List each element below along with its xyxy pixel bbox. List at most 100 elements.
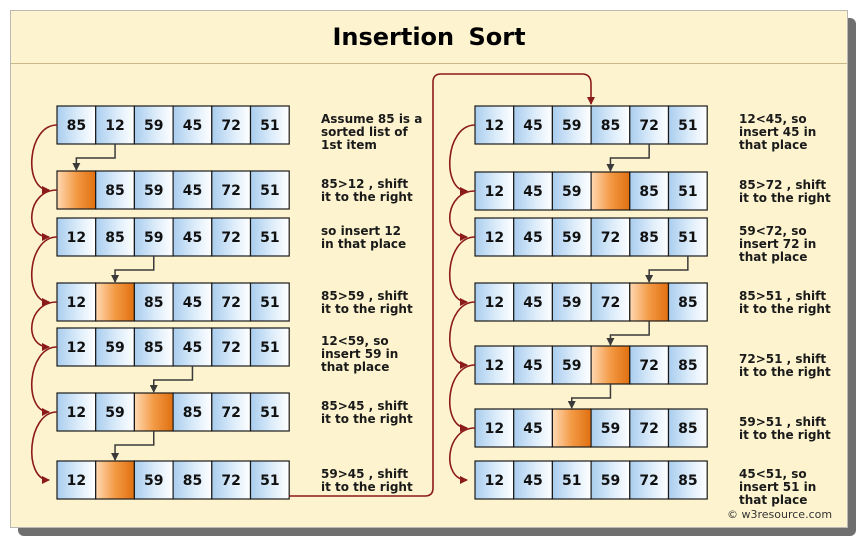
diagram-panel: Insertion Sort [10, 10, 848, 528]
array-cell [590, 282, 631, 322]
cell-value: 85 [678, 358, 697, 374]
flow-arrow [449, 236, 476, 306]
shift-pointer [111, 431, 155, 461]
cell-value: 72 [221, 340, 240, 356]
array-cell [474, 217, 515, 257]
cell-value: 51 [678, 184, 697, 200]
cell-value: 45 [523, 421, 542, 437]
copyright-text: © w3resource.com [727, 508, 833, 521]
array-cell [590, 217, 631, 257]
cell-value: 45 [183, 183, 202, 199]
array-cell [474, 345, 515, 385]
cell-value: 72 [639, 358, 658, 374]
array-cell [249, 105, 290, 145]
array-cell [249, 392, 290, 432]
array-cell [249, 282, 290, 322]
flow-arrow [30, 189, 58, 241]
array-cell [95, 327, 135, 367]
cell-value: 72 [639, 473, 658, 489]
array-cell [172, 105, 213, 145]
array-cell [249, 327, 290, 367]
array-cell [95, 217, 135, 257]
cell-value: 72 [221, 473, 240, 489]
cell-value: 12 [485, 118, 504, 134]
empty-slot [133, 392, 174, 432]
cell-value: 45 [523, 230, 542, 246]
flow-arrow [31, 236, 58, 306]
array-cell [629, 345, 670, 385]
cell-value: 51 [562, 473, 581, 489]
array-cell [249, 170, 290, 210]
step-note: 72>51 , shift it to the right [739, 352, 831, 379]
flow-arrow [448, 364, 476, 432]
title-bar: Insertion Sort [11, 11, 847, 64]
array-cell [56, 217, 97, 257]
cell-value: 12 [67, 230, 86, 246]
empty-slot [56, 170, 97, 210]
array-cell [667, 345, 708, 385]
array-cell [667, 460, 708, 500]
array-cell [56, 460, 97, 500]
empty-slot [590, 171, 631, 211]
cell-value: 51 [260, 295, 279, 311]
cell-value: 59 [105, 340, 124, 356]
array-cell [551, 282, 592, 322]
cell-value: 85 [639, 184, 658, 200]
array-cell [249, 217, 290, 257]
cell-value: 45 [523, 118, 542, 134]
cell-value: 51 [260, 230, 279, 246]
array-cell [513, 217, 554, 257]
shift-pointer [645, 256, 689, 283]
shift-pointer [606, 144, 650, 172]
cell-value: 72 [221, 183, 240, 199]
cell-value: 59 [562, 358, 581, 374]
empty-slot [95, 282, 135, 322]
cell-value: 85 [678, 421, 697, 437]
array-cell [629, 408, 670, 448]
array-cell [551, 345, 592, 385]
array-cell [667, 408, 708, 448]
array-cell [172, 217, 213, 257]
cell-value: 12 [485, 184, 504, 200]
array-cell [513, 408, 554, 448]
step-note: 45<51, so insert 51 in that place [739, 467, 817, 507]
cell-value: 12 [67, 473, 86, 489]
array-cell [667, 171, 708, 211]
cell-value: 85 [183, 405, 202, 421]
array-cell [629, 217, 670, 257]
array-cell [590, 105, 631, 145]
step-note: 85>45 , shift it to the right [321, 399, 413, 426]
array-cell [667, 282, 708, 322]
step-note: 85>72 , shift it to the right [739, 178, 831, 205]
step-note: 85>59 , shift it to the right [321, 289, 413, 316]
cell-value: 12 [485, 473, 504, 489]
cell-value: 72 [639, 421, 658, 437]
array-cell [513, 460, 554, 500]
diagram-title: Insertion Sort [332, 23, 526, 51]
cell-value: 85 [183, 473, 202, 489]
cell-value: 85 [678, 473, 697, 489]
cell-value: 59 [601, 421, 620, 437]
cell-value: 51 [678, 118, 697, 134]
cell-value: 45 [523, 473, 542, 489]
flow-arrow [31, 346, 58, 416]
cell-value: 72 [221, 405, 240, 421]
cell-value: 12 [485, 421, 504, 437]
array-cell [629, 460, 670, 500]
cell-value: 59 [144, 118, 163, 134]
array-cell [474, 282, 515, 322]
cell-value: 45 [183, 295, 202, 311]
cell-value: 51 [260, 183, 279, 199]
array-cell [513, 171, 554, 211]
array-cell [211, 282, 252, 322]
flow-arrow [448, 427, 476, 484]
shift-pointer [567, 384, 612, 409]
